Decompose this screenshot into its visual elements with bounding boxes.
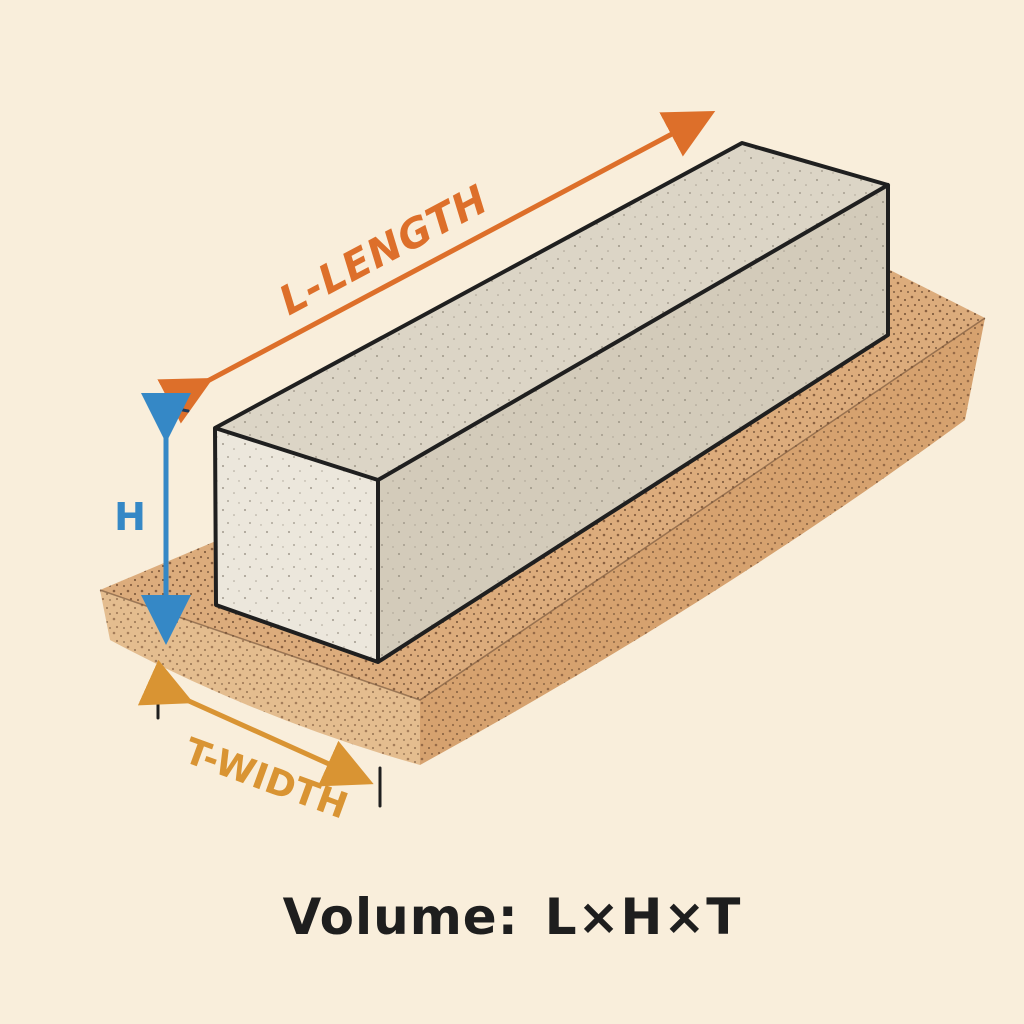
length-arrow bbox=[157, 110, 716, 424]
formula-prefix: Volume: bbox=[282, 888, 519, 946]
height-top-tick bbox=[150, 402, 190, 413]
formula-expression: L×H×T bbox=[544, 888, 742, 946]
width-label: T-WIDTH bbox=[179, 731, 353, 828]
height-dimension: H bbox=[114, 393, 191, 645]
ground-texture-side bbox=[420, 318, 985, 765]
block-outline bbox=[213, 141, 890, 664]
volume-formula: Volume: L×H×T bbox=[0, 888, 1024, 946]
ground-edge-line bbox=[99, 317, 986, 701]
width-arrow bbox=[137, 659, 374, 787]
height-label: H bbox=[114, 495, 146, 539]
